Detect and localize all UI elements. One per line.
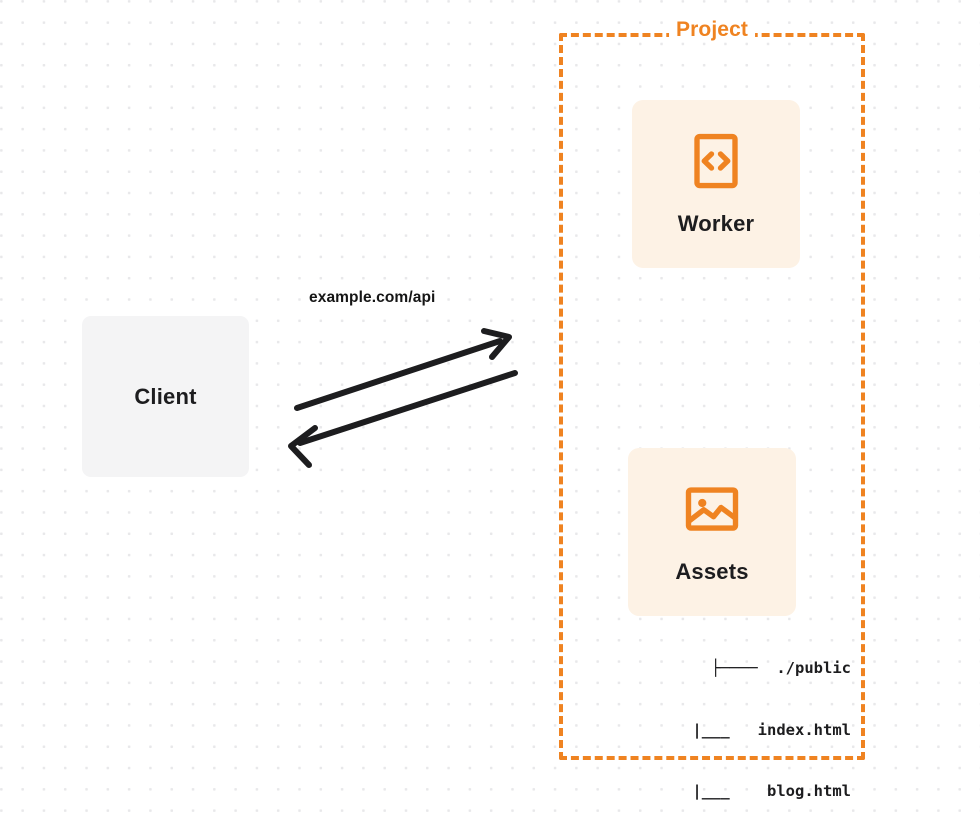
code-icon <box>694 133 738 189</box>
response-arrow <box>288 370 518 468</box>
file-tree-row: |___ index.html <box>655 720 851 739</box>
worker-node[interactable]: Worker <box>632 100 800 268</box>
file-tree-row: |___ blog.html <box>655 782 851 800</box>
client-label: Client <box>134 383 197 409</box>
worker-label: Worker <box>677 211 755 236</box>
image-icon <box>685 487 739 531</box>
client-node[interactable]: Client <box>82 316 249 477</box>
file-tree-row: ├──── ./public <box>711 659 851 677</box>
project-group: Project Worker Assets ├──── ./public |__… <box>559 18 865 800</box>
connection-label: example.com/api <box>309 289 436 306</box>
assets-label: Assets <box>675 559 749 584</box>
assets-node[interactable]: Assets <box>628 448 796 616</box>
project-title: Project <box>669 18 755 42</box>
assets-file-tree: ├──── ./public |___ index.html |___ blog… <box>608 617 851 818</box>
request-arrow <box>294 328 512 411</box>
